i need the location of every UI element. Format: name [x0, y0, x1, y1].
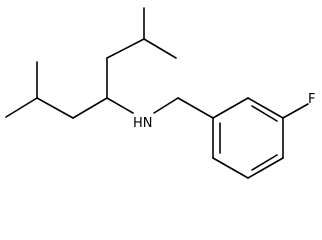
molecular-structure-diagram: HN F	[5, 7, 315, 179]
bond-methylene-to-ring	[177, 97, 214, 119]
ring-bond-6	[212, 97, 249, 119]
upper-isobutyl-chain	[106, 7, 177, 99]
lower-isobutyl-chain	[5, 61, 108, 119]
ring-bond-2	[212, 157, 249, 179]
ring-bond-5	[247, 97, 284, 119]
bond-lower-branch	[36, 97, 74, 119]
ring-double-bond-2	[251, 154, 278, 171]
amine-linkage	[106, 97, 214, 119]
ring-double-bond-3	[251, 105, 278, 122]
bond-center-to-lower	[72, 97, 108, 119]
bond-upper-branch	[106, 38, 145, 59]
amine-nh-label: HN	[133, 116, 153, 131]
bond-nitrogen-to-methylene	[153, 97, 179, 114]
bond-upper-methyl-b	[143, 38, 177, 59]
bond-ring-to-fluorine	[282, 103, 309, 119]
bond-center-to-nitrogen	[106, 97, 134, 114]
ring-bond-3	[247, 157, 284, 179]
fluorophenyl-ring	[212, 97, 284, 179]
fluorine-label: F	[308, 92, 315, 107]
bond-lower-methyl-b	[5, 97, 38, 118]
